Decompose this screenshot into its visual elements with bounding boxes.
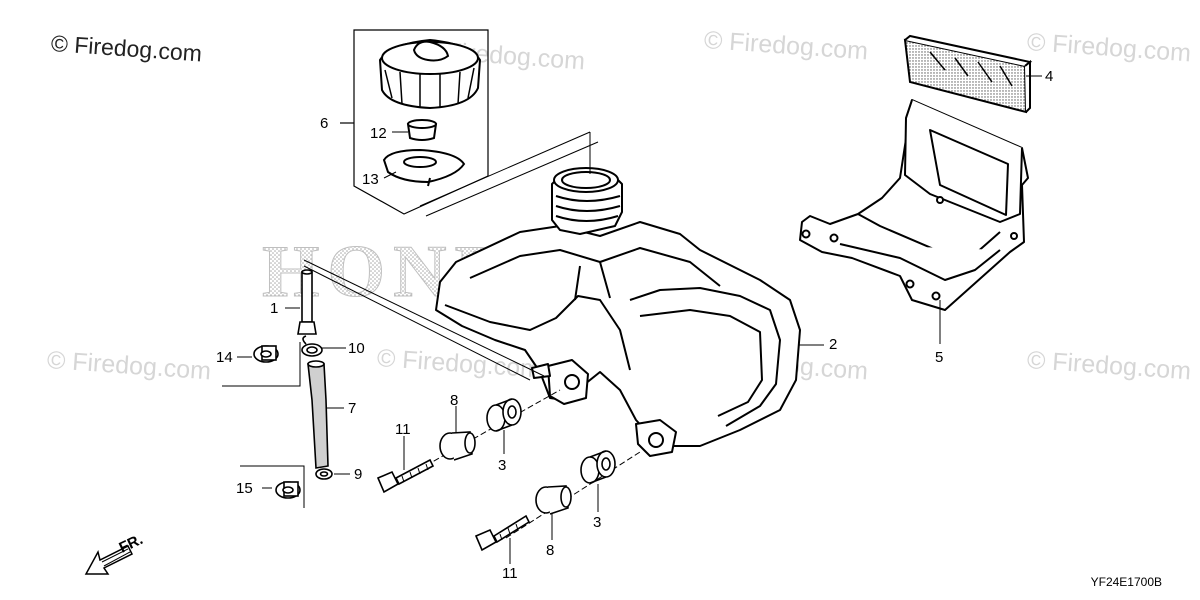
- callout-5: 5: [935, 349, 944, 366]
- fuel-tube-7: [307, 360, 329, 469]
- callout-8-lower: 8: [546, 542, 555, 559]
- tank-bracket: [799, 99, 1029, 311]
- rubber-mount-3-upper: [486, 398, 522, 432]
- callout-7: 7: [348, 400, 357, 417]
- diagram-code: YF24E1700B: [1090, 575, 1162, 589]
- callout-11-upper: 11: [395, 421, 411, 438]
- clip-9: [315, 468, 333, 480]
- callout-13: 13: [362, 171, 379, 188]
- callout-3-upper: 3: [498, 457, 507, 474]
- front-arrow-icon: FR.: [84, 531, 146, 575]
- bolt-11-lower: [474, 514, 531, 552]
- rubber-mount-3-lower: [580, 450, 616, 484]
- bolt-11-upper: [376, 458, 435, 494]
- callout-9: 9: [354, 466, 363, 483]
- leader-lines: [222, 75, 1042, 564]
- collar-8-lower: [535, 485, 572, 515]
- callout-14: 14: [216, 349, 233, 366]
- cushion-part: [903, 34, 1033, 114]
- callout-3-lower: 3: [593, 514, 602, 531]
- collar-8-upper: [439, 431, 476, 461]
- callout-8-upper: 8: [450, 392, 459, 409]
- callout-4: 4: [1045, 68, 1054, 85]
- fuel-tank: [435, 167, 801, 457]
- clip-10: [301, 335, 323, 357]
- callout-10: 10: [348, 340, 365, 357]
- callout-12: 12: [370, 125, 387, 142]
- callout-2: 2: [829, 336, 838, 353]
- svg-text:FR.: FR.: [117, 531, 146, 557]
- fuel-cap-assembly: [378, 38, 482, 187]
- tube-clamp-15: [275, 481, 301, 499]
- bolt-1: [297, 269, 317, 335]
- callout-11-lower: 11: [502, 565, 518, 582]
- callout-1: 1: [270, 300, 279, 317]
- tube-clamp-14: [253, 345, 279, 363]
- callout-6: 6: [320, 115, 329, 132]
- callout-15: 15: [236, 480, 253, 497]
